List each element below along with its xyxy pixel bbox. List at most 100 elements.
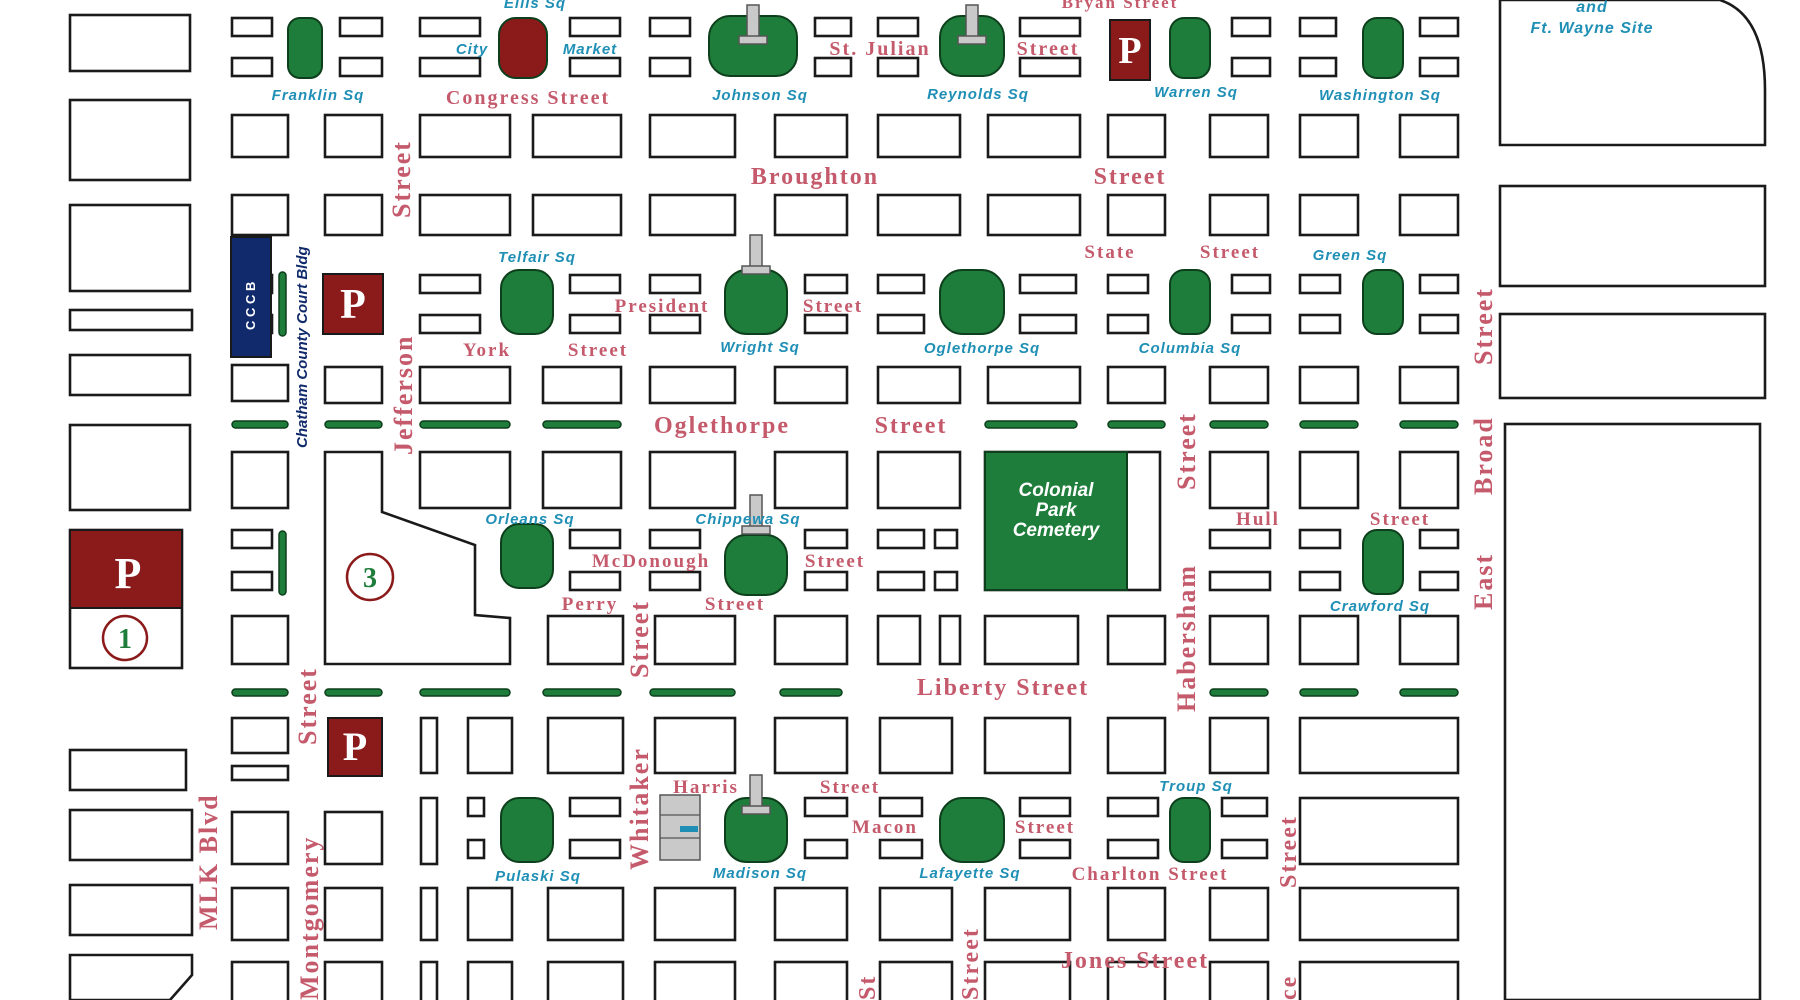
median bbox=[324, 688, 383, 697]
block bbox=[773, 193, 849, 237]
street-perry-a: Perry bbox=[562, 594, 618, 615]
small-block bbox=[230, 528, 274, 550]
colonial-park-cemetery[interactable]: Colonial Park Cemetery bbox=[983, 450, 1162, 592]
street-jefferson: Jefferson bbox=[389, 334, 418, 455]
small-block bbox=[876, 56, 920, 78]
parking-lot-1[interactable]: P 1 bbox=[69, 529, 183, 662]
square-pulaski: Pulaski Sq bbox=[495, 868, 581, 885]
small-block bbox=[876, 528, 926, 550]
parking-marker-york[interactable]: P bbox=[322, 273, 384, 335]
parking-marker-liberty[interactable]: P bbox=[327, 717, 383, 777]
square bbox=[724, 269, 788, 335]
block bbox=[986, 193, 1082, 237]
street-liberty: Liberty Street bbox=[917, 675, 1089, 701]
parking-box bbox=[322, 273, 384, 335]
monument-icon bbox=[749, 774, 763, 808]
street-macon-b: Street bbox=[1015, 817, 1075, 838]
block bbox=[983, 716, 1072, 775]
block bbox=[230, 716, 290, 755]
parking-letter: P bbox=[115, 549, 142, 598]
median bbox=[278, 530, 287, 596]
square-green: Green Sq bbox=[1313, 247, 1388, 264]
block bbox=[773, 614, 849, 666]
street-broughton-b: Street bbox=[1094, 164, 1167, 190]
street-harris-b: Street bbox=[820, 777, 880, 798]
block bbox=[1398, 365, 1460, 405]
block bbox=[230, 113, 290, 159]
small-block bbox=[1298, 16, 1338, 38]
label-market: Market bbox=[563, 41, 617, 58]
street-hull-b: Street bbox=[1370, 509, 1430, 530]
block bbox=[419, 960, 439, 1000]
small-block bbox=[648, 528, 702, 550]
block bbox=[418, 450, 512, 510]
monument-icon bbox=[746, 4, 760, 38]
small-block bbox=[466, 796, 486, 818]
block bbox=[938, 614, 962, 666]
lot-number-circle bbox=[345, 552, 395, 602]
block bbox=[653, 960, 737, 1000]
block bbox=[773, 113, 849, 159]
square-wright: Wright Sq bbox=[720, 339, 800, 356]
parking-box bbox=[69, 529, 183, 609]
block bbox=[653, 716, 737, 775]
median bbox=[419, 420, 511, 429]
block bbox=[1298, 886, 1460, 942]
block bbox=[1398, 450, 1460, 510]
chatham-county-court-bldg[interactable]: C C C B Chatham County Court Bldg bbox=[230, 236, 311, 448]
small-block bbox=[568, 16, 622, 38]
street-charlton: Charlton Street bbox=[1072, 864, 1229, 885]
block bbox=[230, 810, 290, 866]
median bbox=[1299, 688, 1359, 697]
median bbox=[649, 688, 736, 697]
block bbox=[648, 113, 737, 159]
block bbox=[1106, 365, 1167, 405]
parking-letter: P bbox=[1118, 30, 1141, 72]
block bbox=[68, 98, 192, 182]
block bbox=[68, 353, 192, 397]
street-congress: Congress Street bbox=[446, 87, 610, 109]
block bbox=[1106, 113, 1167, 159]
block bbox=[546, 960, 625, 1000]
block bbox=[323, 193, 384, 237]
block bbox=[1208, 113, 1270, 159]
monument-base bbox=[741, 265, 771, 275]
fort-wayne-site[interactable] bbox=[1498, 0, 1767, 147]
square-reynolds: Reynolds Sq bbox=[927, 86, 1029, 103]
median bbox=[542, 688, 622, 697]
square bbox=[1169, 17, 1211, 79]
block bbox=[876, 450, 962, 510]
small-block bbox=[568, 796, 622, 818]
square-labels: Franklin Sq Johnson Sq Reynolds Sq Warre… bbox=[272, 84, 1440, 885]
street-montgomery: Montgomery bbox=[295, 836, 324, 1000]
parking-marker-bryan[interactable]: P bbox=[1109, 19, 1151, 81]
street-mcdonough-b: Street bbox=[805, 551, 865, 572]
block bbox=[1298, 614, 1360, 666]
small-block bbox=[1208, 570, 1272, 592]
block bbox=[1398, 614, 1460, 666]
monument-base bbox=[738, 35, 768, 45]
square-crawford: Crawford Sq bbox=[1330, 598, 1430, 615]
small-block bbox=[878, 838, 924, 860]
street-jones: Jones Street bbox=[1061, 948, 1209, 974]
block bbox=[1208, 193, 1270, 237]
street-st-abbrev: St bbox=[855, 975, 881, 1000]
block bbox=[773, 365, 849, 405]
lot-number-circle bbox=[101, 614, 149, 662]
street-medians bbox=[231, 271, 1459, 697]
block bbox=[1106, 614, 1167, 666]
street-labels: Bryan Street Ellis Sq City Market St. Ju… bbox=[446, 0, 1430, 974]
block bbox=[1106, 886, 1167, 942]
small-block bbox=[568, 838, 622, 860]
block bbox=[68, 808, 194, 862]
small-block bbox=[1418, 56, 1460, 78]
block bbox=[466, 716, 514, 775]
street-habersham-street: Street bbox=[1172, 412, 1201, 490]
block bbox=[986, 113, 1082, 159]
small-block bbox=[1418, 570, 1460, 592]
fort-line-1: and bbox=[1576, 0, 1608, 16]
small-block bbox=[813, 16, 853, 38]
square bbox=[500, 797, 554, 863]
small-block bbox=[1230, 313, 1272, 335]
block bbox=[230, 450, 290, 510]
